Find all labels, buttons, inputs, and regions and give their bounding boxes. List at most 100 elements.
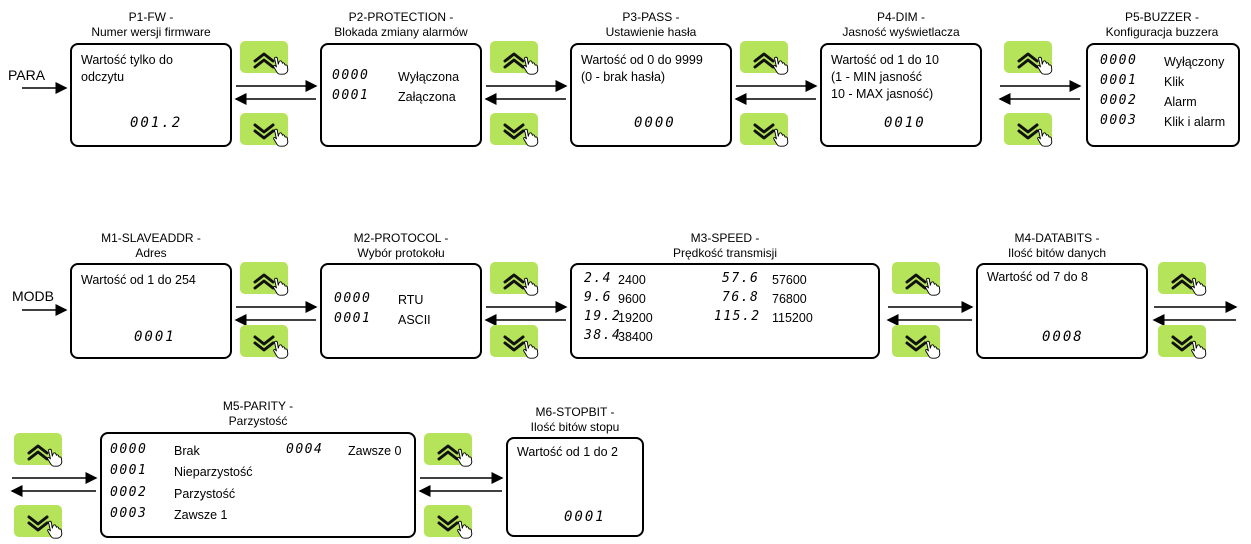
up-button-p2p3[interactable] bbox=[490, 41, 539, 75]
pointing-hand-icon bbox=[457, 448, 473, 467]
m5-code-2: 0002 bbox=[110, 485, 148, 500]
m6-title: M6-STOPBIT - bbox=[535, 405, 615, 419]
double-chevron-down-icon bbox=[503, 123, 525, 140]
double-chevron-up-icon bbox=[1171, 273, 1193, 290]
up-button-m1m2[interactable] bbox=[240, 262, 289, 296]
down-button-m1m2[interactable] bbox=[240, 325, 289, 359]
p5-code-1: 0001 bbox=[1100, 73, 1138, 88]
double-chevron-down-icon bbox=[1017, 123, 1039, 140]
pointing-hand-icon bbox=[47, 520, 63, 539]
m5-subtitle: Parzystość bbox=[228, 414, 288, 428]
up-button-p1p2[interactable] bbox=[240, 41, 289, 75]
p3-display: Wartość od 0 do 9999 (0 - brak hasła) 00… bbox=[570, 43, 732, 147]
m1-desc-line1: Wartość od 1 do 254 bbox=[81, 273, 196, 287]
m4-value: 0008 bbox=[1042, 329, 1084, 345]
m5-code-3: 0003 bbox=[110, 506, 148, 521]
double-chevron-down-icon bbox=[503, 335, 525, 352]
pointing-hand-icon bbox=[1037, 128, 1053, 147]
p5-label-1: Klik bbox=[1164, 75, 1185, 89]
down-button-m3m4[interactable] bbox=[892, 325, 941, 359]
double-chevron-up-icon bbox=[753, 52, 775, 69]
m2-subtitle: Wybór protokołu bbox=[357, 246, 445, 260]
m3-left-label-1: 9600 bbox=[618, 292, 646, 306]
p3-value: 0000 bbox=[634, 115, 676, 131]
double-chevron-down-icon bbox=[753, 123, 775, 140]
up-button-p3p4[interactable] bbox=[740, 41, 789, 75]
up-button-m5in[interactable] bbox=[14, 433, 63, 467]
p1-display: Wartość tylko do odczytu 001.2 bbox=[70, 43, 232, 147]
p2-display: 0000 Wyłączona 0001 Załączona bbox=[320, 43, 482, 147]
m6-desc-line1: Wartość od 1 do 2 bbox=[517, 445, 618, 459]
double-chevron-up-icon bbox=[253, 273, 275, 290]
up-button-m4out[interactable] bbox=[1158, 262, 1207, 296]
double-chevron-up-icon bbox=[27, 444, 49, 461]
p4-display: Wartość od 1 do 10 (1 - MIN jasność 10 -… bbox=[820, 43, 982, 147]
pointing-hand-icon bbox=[523, 340, 539, 359]
p4-title: P4-DIM - bbox=[877, 10, 925, 24]
pointing-hand-icon bbox=[273, 56, 289, 75]
m3-right-code-0: 57.6 bbox=[722, 271, 760, 286]
m5-label-0: Brak bbox=[174, 444, 200, 458]
m2-code-0: 0000 bbox=[334, 291, 372, 306]
pointing-hand-icon bbox=[523, 277, 539, 296]
m5-code-1: 0001 bbox=[110, 463, 148, 478]
down-button-m5m6[interactable] bbox=[424, 505, 473, 539]
up-button-m3m4[interactable] bbox=[892, 262, 941, 296]
m2-title: M2-PROTOCOL - bbox=[353, 231, 449, 245]
pointing-hand-icon bbox=[773, 128, 789, 147]
pointing-hand-icon bbox=[925, 277, 941, 296]
m1-subtitle: Adres bbox=[135, 246, 167, 260]
m3-left-code-2: 19.2 bbox=[584, 309, 622, 324]
double-chevron-up-icon bbox=[437, 444, 459, 461]
m2-display: 0000 RTU 0001 ASCII bbox=[320, 263, 482, 359]
m5-label-3: Zawsze 1 bbox=[174, 508, 228, 522]
double-chevron-down-icon bbox=[253, 335, 275, 352]
pointing-hand-icon bbox=[925, 340, 941, 359]
double-chevron-up-icon bbox=[503, 52, 525, 69]
p5-display: 0000 Wyłączony 0001 Klik 0002 Alarm 0003… bbox=[1086, 43, 1240, 147]
m3-left-label-2: 19200 bbox=[618, 311, 653, 325]
pointing-hand-icon bbox=[1191, 340, 1207, 359]
m3-subtitle: Prędkość transmisji bbox=[672, 246, 778, 260]
p4-value: 0010 bbox=[884, 115, 926, 131]
p3-subtitle: Ustawienie hasła bbox=[605, 25, 697, 39]
p2-subtitle: Blokada zmiany alarmów bbox=[334, 25, 468, 39]
down-button-p1p2[interactable] bbox=[240, 113, 289, 147]
m5-label-2: Parzystość bbox=[174, 487, 236, 501]
up-button-m5m6[interactable] bbox=[424, 433, 473, 467]
down-button-m4out[interactable] bbox=[1158, 325, 1207, 359]
m1-title: M1-SLAVEADDR - bbox=[101, 231, 201, 245]
pointing-hand-icon bbox=[273, 340, 289, 359]
p1-desc-line2: odczytu bbox=[81, 70, 125, 84]
up-button-m2m3[interactable] bbox=[490, 262, 539, 296]
m6-subtitle: Ilość bitów stopu bbox=[530, 420, 620, 434]
m2-label-0: RTU bbox=[398, 293, 424, 307]
p5-code-3: 0003 bbox=[1100, 113, 1138, 128]
pointing-hand-icon bbox=[773, 56, 789, 75]
modb-label: MODB bbox=[12, 288, 54, 304]
m5-extra-code: 0004 bbox=[286, 442, 324, 457]
p5-label-0: Wyłączony bbox=[1164, 55, 1225, 69]
m5-extra-label: Zawsze 0 bbox=[348, 444, 402, 458]
down-button-p2p3[interactable] bbox=[490, 113, 539, 147]
m3-right-label-2: 115200 bbox=[772, 311, 813, 325]
down-button-p3p4[interactable] bbox=[740, 113, 789, 147]
m3-left-code-3: 38.4 bbox=[584, 328, 622, 343]
double-chevron-down-icon bbox=[253, 123, 275, 140]
p1-title: P1-FW - bbox=[128, 10, 174, 24]
down-button-m5in[interactable] bbox=[14, 505, 63, 539]
up-button-p4p5[interactable] bbox=[1004, 41, 1053, 75]
p4-desc-line2: (1 - MIN jasność bbox=[831, 70, 922, 84]
down-button-m2m3[interactable] bbox=[490, 325, 539, 359]
m4-title: M4-DATABITS - bbox=[1014, 231, 1100, 245]
down-button-p4p5[interactable] bbox=[1004, 113, 1053, 147]
m5-label-1: Nieparzystość bbox=[174, 465, 253, 479]
p5-subtitle: Konfiguracja buzzera bbox=[1105, 25, 1219, 39]
double-chevron-down-icon bbox=[905, 335, 927, 352]
m5-title: M5-PARITY - bbox=[222, 399, 294, 413]
pointing-hand-icon bbox=[1191, 277, 1207, 296]
p5-label-3: Klik i alarm bbox=[1164, 115, 1226, 129]
p1-value: 001.2 bbox=[130, 115, 183, 131]
m3-display: 2.4 2400 9.6 9600 19.2 19200 38.4 38400 … bbox=[570, 263, 880, 359]
